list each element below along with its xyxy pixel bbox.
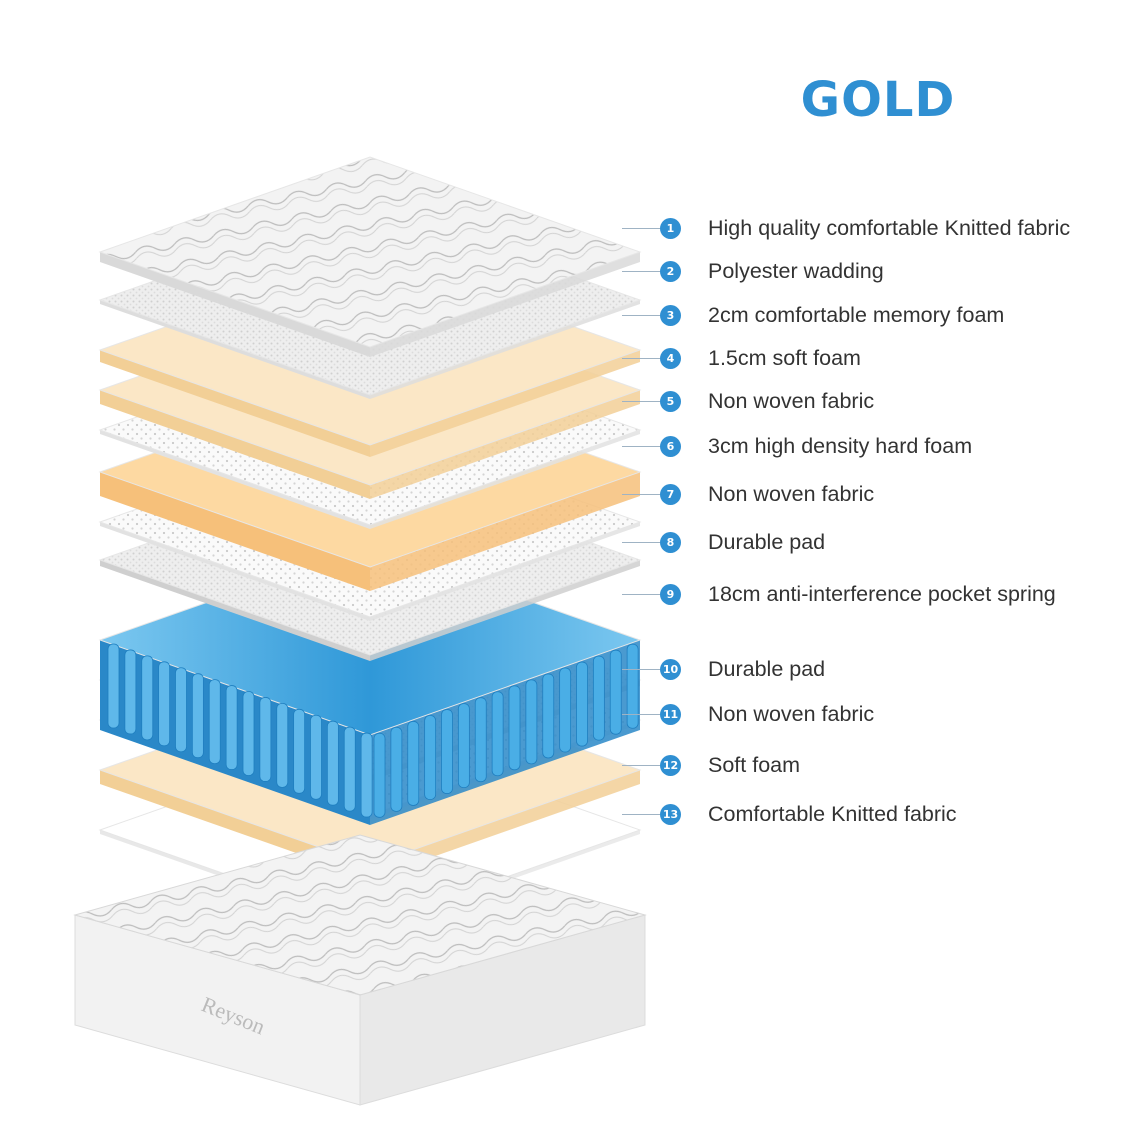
leader-line <box>622 594 660 595</box>
layer-number-badge: 10 <box>660 659 681 680</box>
layer-label: Non woven fabric <box>708 482 875 506</box>
layer-label: Durable pad <box>708 657 826 681</box>
layer-label: Comfortable Knitted fabric <box>708 802 957 826</box>
leader-line <box>622 669 660 670</box>
layer-number-badge: 12 <box>660 755 681 776</box>
legend-item: 10 Durable pad <box>600 655 1140 685</box>
layer-label: Non woven fabric <box>708 389 875 413</box>
legend-item: 8 Durable pad <box>600 528 1140 558</box>
layer-1 <box>98 156 642 357</box>
leader-line <box>622 494 660 495</box>
legend-item: 2 Polyester wadding <box>600 257 1140 287</box>
layer-number-badge: 3 <box>660 305 681 326</box>
layer-number-badge: 11 <box>660 704 681 725</box>
mattress-base: Reyson <box>73 834 647 1106</box>
layer-number-badge: 5 <box>660 391 681 412</box>
layer-label: Durable pad <box>708 530 826 554</box>
layer-label: 2cm comfortable memory foam <box>708 303 1005 327</box>
leader-line <box>622 358 660 359</box>
page-title: GOLD <box>800 72 956 128</box>
layer-number-badge: 2 <box>660 261 681 282</box>
layer-number-badge: 1 <box>660 218 681 239</box>
layer-number-badge: 7 <box>660 484 681 505</box>
legend-item: 12 Soft foam <box>600 751 1140 781</box>
leader-line <box>622 814 660 815</box>
leader-line <box>622 271 660 272</box>
leader-line <box>622 228 660 229</box>
layer-label: High quality comfortable Knitted fabric <box>708 216 1071 240</box>
layer-label: 1.5cm soft foam <box>708 346 861 370</box>
layer-number-badge: 4 <box>660 348 681 369</box>
legend-item: 11 Non woven fabric <box>600 700 1140 730</box>
legend-item: 5 Non woven fabric <box>600 387 1140 417</box>
leader-line <box>622 765 660 766</box>
layer-number-badge: 13 <box>660 804 681 825</box>
layer-number-badge: 8 <box>660 532 681 553</box>
leader-line <box>622 542 660 543</box>
legend-item: 6 3cm high density hard foam <box>600 432 1140 462</box>
leader-line <box>622 315 660 316</box>
layer-label: Soft foam <box>708 753 801 777</box>
layer-label: Non woven fabric <box>708 702 875 726</box>
layer-number-badge: 9 <box>660 584 681 605</box>
leader-line <box>622 401 660 402</box>
legend-item: 4 1.5cm soft foam <box>600 344 1140 374</box>
leader-line <box>622 446 660 447</box>
legend-item: 7 Non woven fabric <box>600 480 1140 510</box>
layers-group <box>98 156 642 929</box>
layer-label: 18cm anti-interference pocket spring <box>708 582 1056 606</box>
layer-label: 3cm high density hard foam <box>708 434 973 458</box>
layer-number-badge: 6 <box>660 436 681 457</box>
leader-line <box>622 714 660 715</box>
legend-item: 13 Comfortable Knitted fabric <box>600 800 1140 830</box>
layer-label: Polyester wadding <box>708 259 884 283</box>
legend-item: 3 2cm comfortable memory foam <box>600 301 1140 331</box>
legend-item: 9 18cm anti-interference pocket spring <box>600 580 1140 610</box>
legend-item: 1 High quality comfortable Knitted fabric <box>600 214 1140 244</box>
